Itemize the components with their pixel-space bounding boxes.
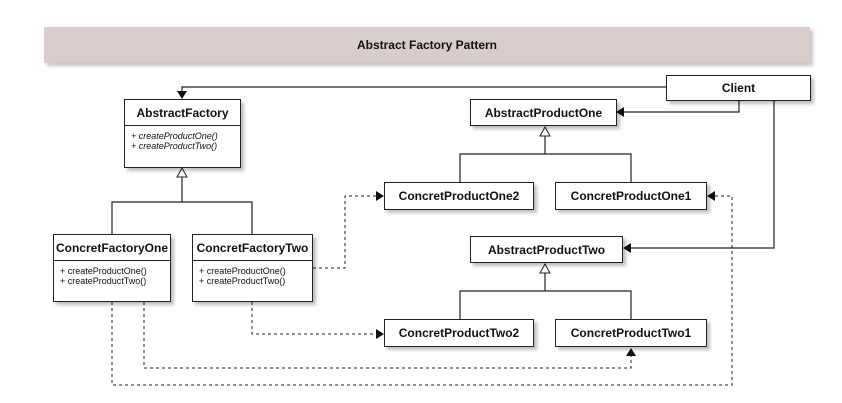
concrete-factory-one-title: ConcretFactoryOne <box>54 235 170 261</box>
abstract-product-one-box[interactable]: AbstractProductOne <box>470 99 617 126</box>
association-client-abstractproducttwo <box>623 101 775 253</box>
abstract-product-two-box[interactable]: AbstractProductTwo <box>470 236 623 263</box>
concrete-factory-one-methods: + createProductOne() + createProductTwo(… <box>54 261 170 286</box>
diagram-title: Abstract Factory Pattern <box>44 27 810 63</box>
method-create-product-one: + createProductOne() <box>131 131 218 141</box>
abstract-factory-title: AbstractFactory <box>125 100 240 126</box>
concrete-factory-two-class[interactable]: ConcretFactoryTwo + createProductOne() +… <box>192 234 313 302</box>
method-create-product-two: + createProductTwo() <box>60 276 147 286</box>
concrete-product-one-1-box[interactable]: ConcretProductOne1 <box>555 182 707 210</box>
abstract-factory-class[interactable]: AbstractFactory + createProductOne() + c… <box>124 99 241 168</box>
concrete-factory-two-methods: + createProductOne() + createProductTwo(… <box>193 261 312 286</box>
association-client-abstractfactory <box>177 86 666 99</box>
dependency-factoryone-productone1 <box>111 191 733 386</box>
concrete-product-two-1-box[interactable]: ConcretProductTwo1 <box>555 319 707 347</box>
method-create-product-one: + createProductOne() <box>60 266 147 276</box>
association-client-abstractproductone <box>616 101 740 117</box>
dependency-factorytwo-productone2 <box>313 191 384 269</box>
method-create-product-one: + createProductOne() <box>199 266 286 276</box>
abstract-factory-methods: + createProductOne() + createProductTwo(… <box>125 126 240 151</box>
dependency-factorytwo-producttwo2 <box>251 302 384 339</box>
method-create-product-two: + createProductTwo() <box>131 141 218 151</box>
dependency-factoryone-producttwo1 <box>143 302 636 369</box>
concrete-factory-two-title: ConcretFactoryTwo <box>193 235 312 261</box>
generalization-factories <box>111 166 253 234</box>
concrete-product-one-2-box[interactable]: ConcretProductOne2 <box>384 182 534 210</box>
client-box[interactable]: Client <box>666 75 811 101</box>
concrete-factory-one-class[interactable]: ConcretFactoryOne + createProductOne() +… <box>53 234 171 302</box>
concrete-product-two-2-box[interactable]: ConcretProductTwo2 <box>384 319 534 347</box>
method-create-product-two: + createProductTwo() <box>199 276 286 286</box>
generalization-products-two <box>459 262 632 319</box>
generalization-products-one <box>459 125 632 182</box>
